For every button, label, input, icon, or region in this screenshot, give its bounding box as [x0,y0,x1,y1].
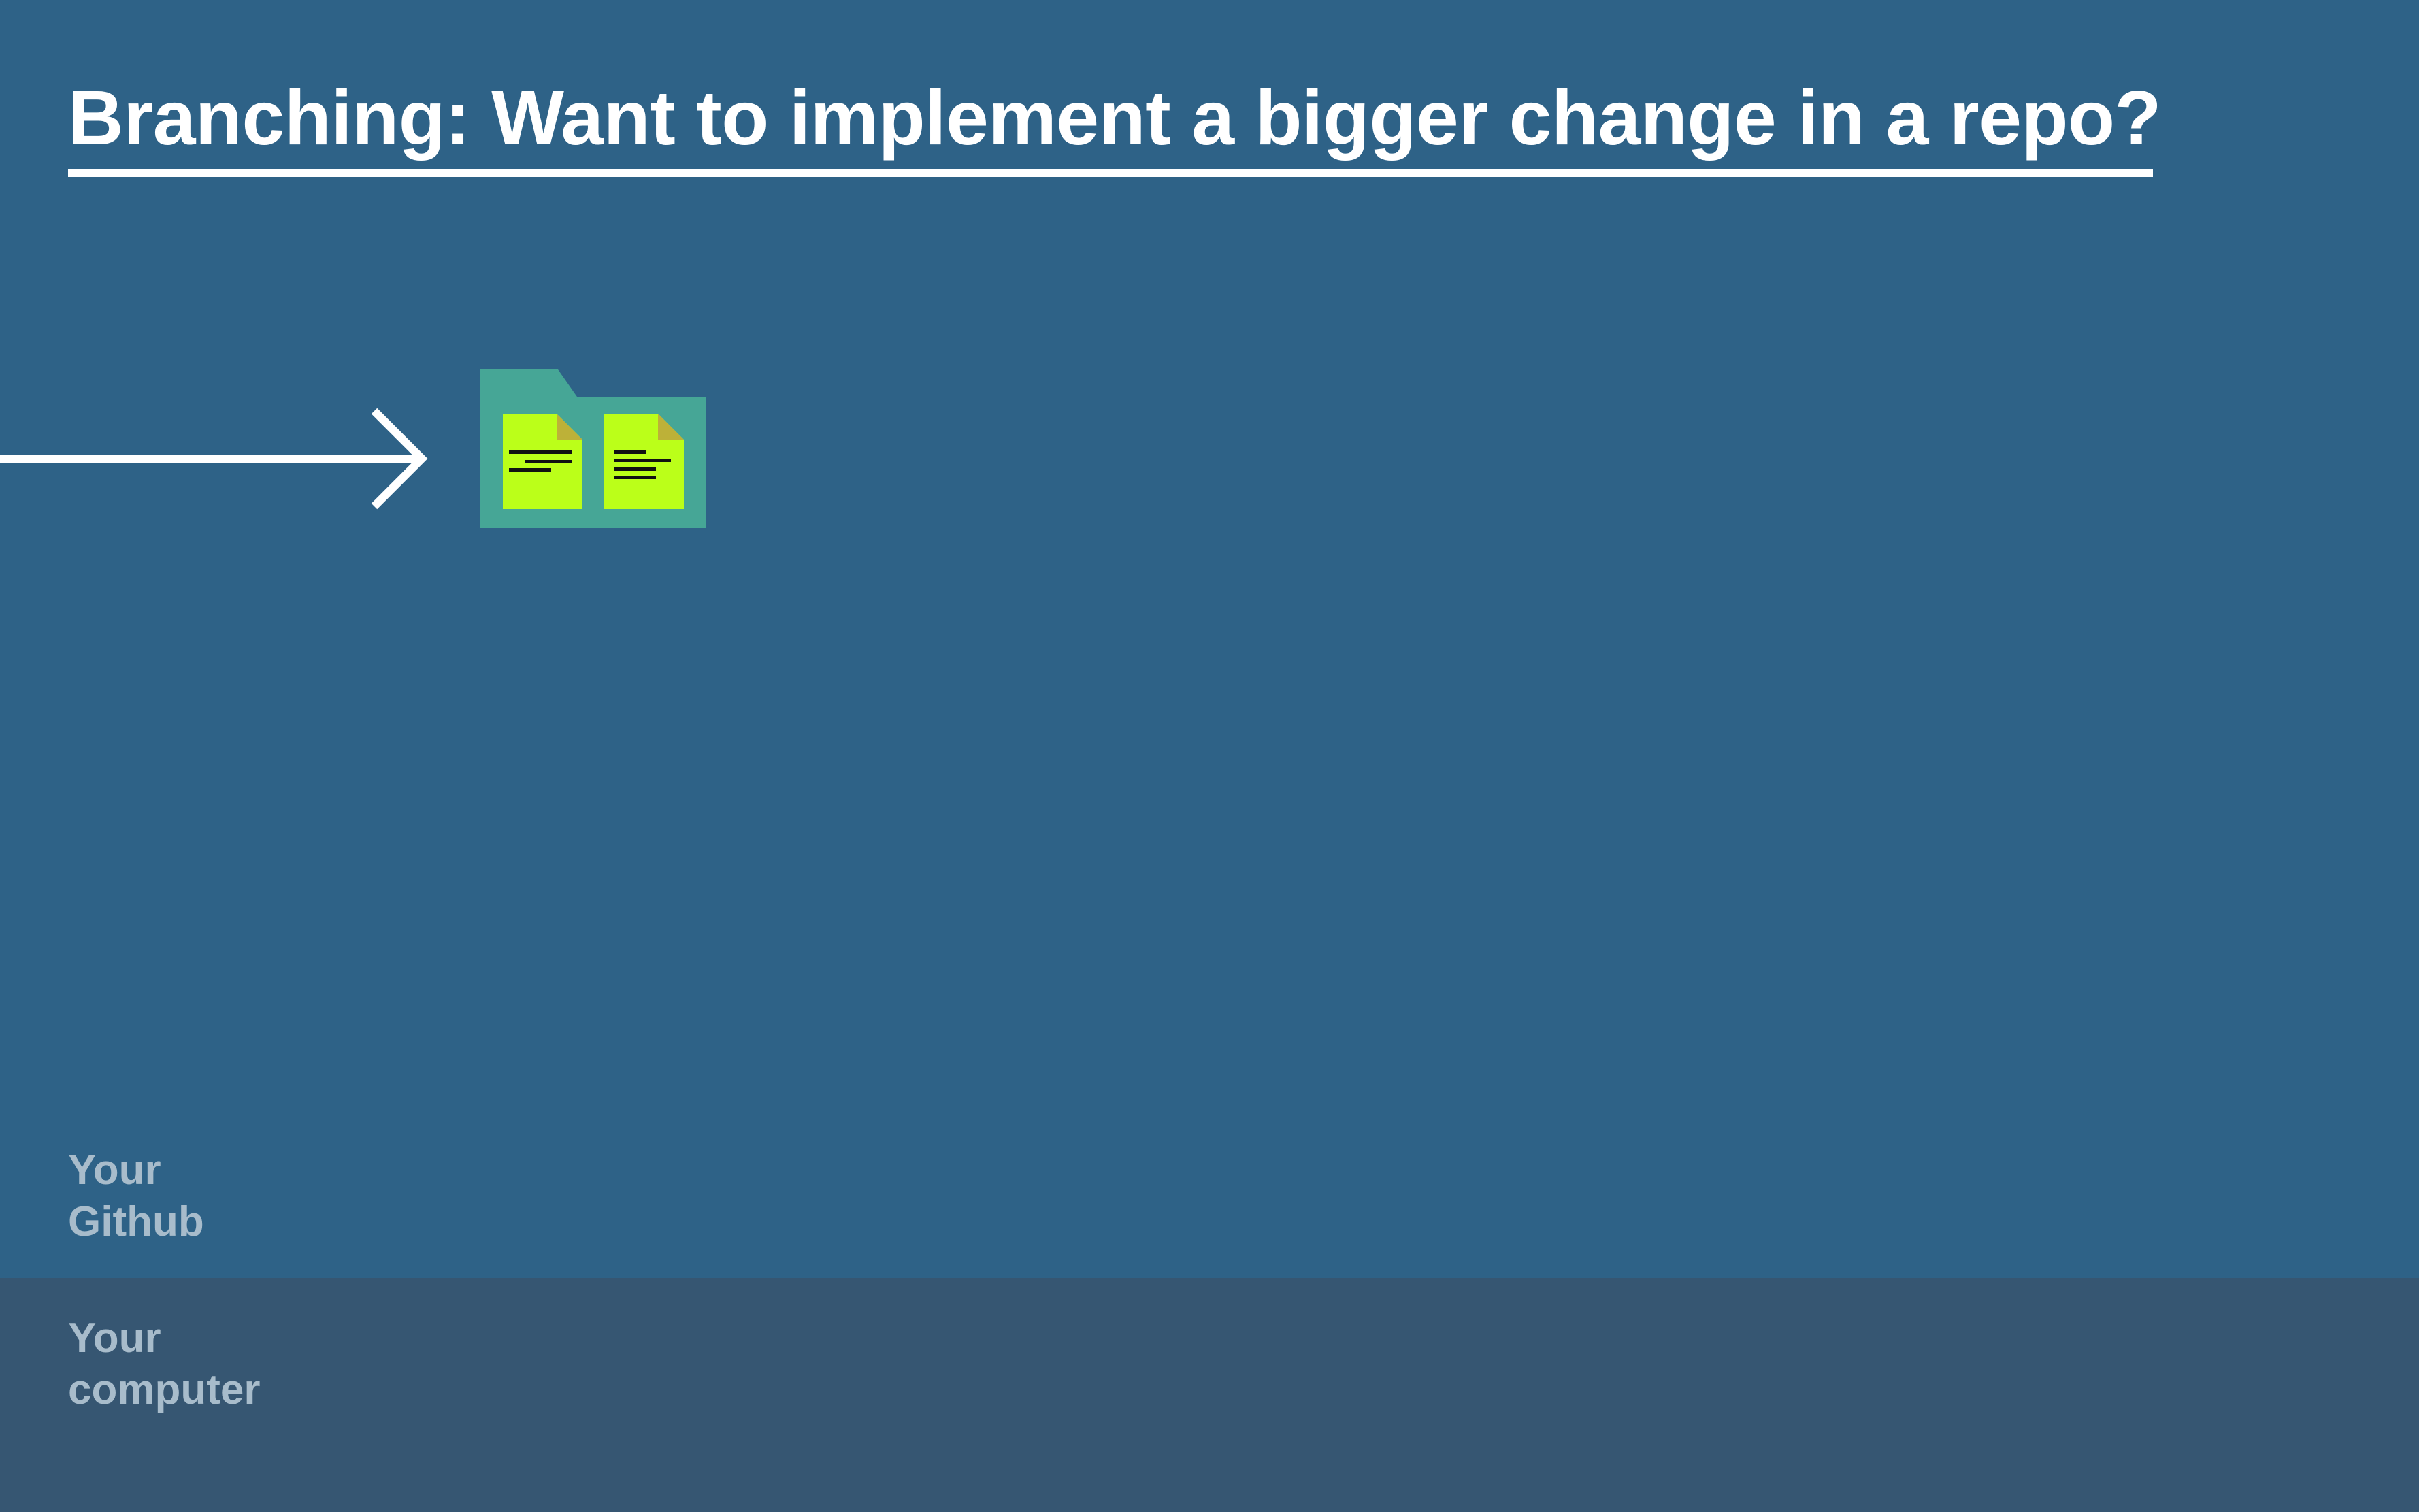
computer-label-line1: Your [68,1315,161,1362]
github-zone [0,0,2419,1278]
repo-diagram [0,369,706,528]
slide-title: Branching: Want to implement a bigger ch… [68,75,2162,161]
document-icon [604,414,684,509]
computer-zone [0,1278,2419,1512]
computer-zone-label: Your computer [68,1313,260,1416]
document-icon [503,414,582,509]
computer-label-line2: computer [68,1366,261,1413]
github-label-line1: Your [68,1147,161,1194]
title-underline [68,169,2153,177]
right-arrow-icon [0,408,428,510]
github-label-line2: Github [68,1198,204,1245]
github-zone-label: Your Github [68,1145,204,1248]
